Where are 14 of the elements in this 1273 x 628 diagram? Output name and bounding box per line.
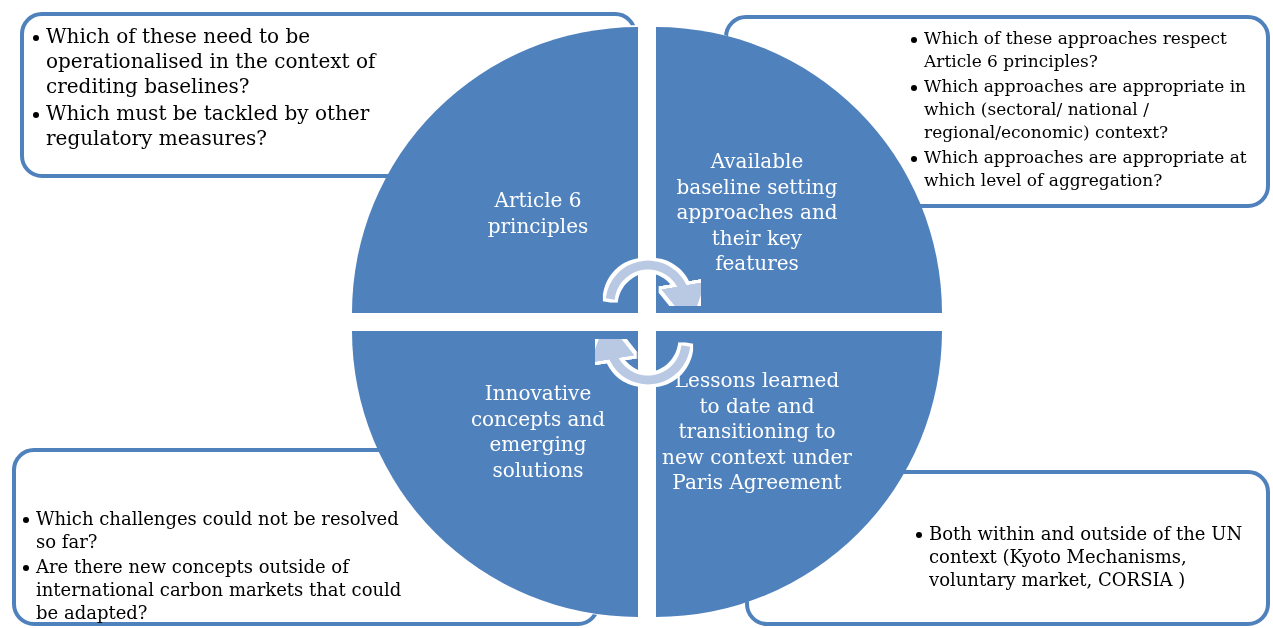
question-text: Both within and outside of the UN context (Kyoto Mechanisms, voluntary market, CORSIA ) xyxy=(929,523,1243,590)
quadrant-label: Article 6 principles xyxy=(486,187,590,239)
question-text: Which approaches are appropriate in which (sectoral/ national / regional/economic) context? xyxy=(924,76,1247,142)
question-text: Which approaches are appropriate at which level of aggregation? xyxy=(924,147,1247,190)
cycle-arrow xyxy=(605,260,706,326)
quadrant-label: Innovative concepts and emerging solutions xyxy=(469,381,607,483)
quadrant-label: Lessons learned to date and transitioning to new context under Paris Agreement xyxy=(662,368,852,496)
question-text: Which must be tackled by other regulatory measures? xyxy=(46,101,370,150)
quadrant-label: Available baseline setting approaches and their key features xyxy=(675,149,839,277)
question-text: Which of these approaches respect Article 6 principles? xyxy=(924,28,1227,71)
question-text: Which of these need to be operationalised in the context of crediting baselines? xyxy=(46,24,376,98)
question-text: Are there new concepts outside of international carbon markets that could be adapted? xyxy=(36,556,402,623)
cycle-arrow xyxy=(590,319,691,385)
question-text: Which challenges could not be resolved so far? xyxy=(36,508,399,552)
